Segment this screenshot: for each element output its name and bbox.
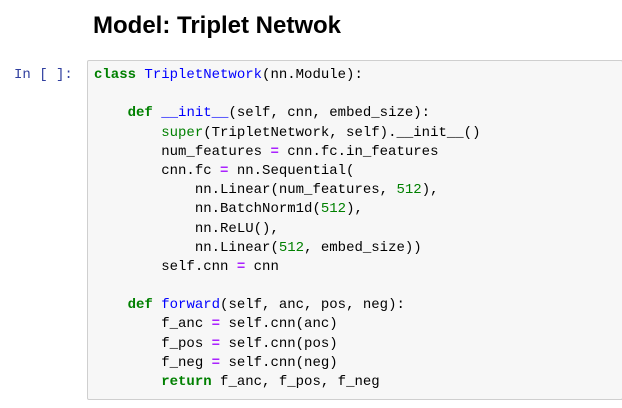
indent: [94, 144, 161, 160]
code-text: nn.BatchNorm1d(: [194, 201, 321, 218]
indent: [94, 297, 128, 313]
code-text: f_anc, f_pos, f_neg: [211, 374, 380, 390]
keyword: def: [127, 297, 153, 314]
code-text: self.cnn(anc): [220, 316, 338, 333]
code-text: f_neg: [161, 354, 212, 371]
function-name: forward: [161, 297, 221, 314]
code-text: f_pos: [161, 335, 212, 352]
code-text: num_features: [161, 143, 271, 160]
code-line: nn.Linear(num_features, 512),: [94, 181, 480, 200]
code-line: f_neg = self.cnn(neg): [94, 354, 480, 373]
code-text: self.cnn(pos): [220, 335, 338, 352]
operator: =: [211, 354, 221, 371]
code-text: self.cnn(neg): [220, 354, 338, 371]
number-literal: 512: [320, 201, 347, 218]
input-prompt: In [ ]:: [14, 67, 73, 83]
indent: [94, 105, 128, 121]
indent: [94, 163, 161, 179]
code-text: cnn.fc.in_features: [278, 143, 439, 160]
code-line: return f_anc, f_pos, f_neg: [94, 373, 480, 392]
number-literal: 512: [396, 182, 422, 199]
operator: =: [211, 335, 221, 352]
code-cell-input[interactable]: class TripletNetwork(nn.Module): def __i…: [87, 60, 622, 400]
code-text: cnn.fc: [161, 162, 221, 179]
code-text: f_anc: [161, 316, 212, 333]
code-line: nn.BatchNorm1d(512),: [94, 200, 480, 219]
operator: =: [220, 162, 229, 179]
indent: [94, 221, 195, 237]
code-text: nn.Sequential(: [228, 162, 355, 179]
code-line: def forward(self, anc, pos, neg):: [94, 296, 480, 315]
code-editor[interactable]: class TripletNetwork(nn.Module): def __i…: [94, 66, 480, 392]
markdown-heading: Model: Triplet Netwok: [93, 12, 342, 39]
indent: [94, 336, 161, 352]
code-line: super(TripletNetwork, self).__init__(): [94, 124, 480, 143]
code-line: f_pos = self.cnn(pos): [94, 335, 480, 354]
indent: [94, 259, 161, 275]
code-text: nn.Linear(num_features,: [194, 182, 397, 199]
code-line: nn.ReLU(),: [94, 220, 480, 239]
indent: [94, 125, 161, 141]
keyword: class: [94, 67, 137, 83]
operator: =: [211, 316, 221, 333]
code-line: def __init__(self, cnn, embed_size):: [94, 104, 480, 123]
indent: [94, 355, 161, 371]
indent: [94, 316, 161, 332]
code-line: num_features = cnn.fc.in_features: [94, 143, 480, 162]
code-text: nn.ReLU(),: [194, 220, 279, 237]
code-line: class TripletNetwork(nn.Module):: [94, 66, 480, 85]
code-text: ),: [421, 182, 439, 199]
builtin: super: [161, 124, 204, 141]
code-line: cnn.fc = nn.Sequential(: [94, 162, 480, 181]
code-text: , embed_size)): [304, 239, 422, 256]
code-text: (TripletNetwork, self).__init__(): [203, 124, 481, 141]
function-name: __init__: [161, 105, 229, 122]
indent: [94, 374, 161, 390]
operator: =: [270, 143, 279, 160]
keyword: def: [127, 105, 153, 122]
class-name: TripletNetwork: [144, 67, 263, 83]
indent: [94, 240, 195, 256]
code-text: self.cnn: [161, 258, 237, 275]
indent: [94, 201, 195, 217]
operator: =: [236, 258, 246, 275]
code-line-blank: [94, 85, 480, 104]
indent: [94, 182, 195, 198]
code-line: self.cnn = cnn: [94, 258, 480, 277]
code-line: f_anc = self.cnn(anc): [94, 315, 480, 334]
code-line: nn.Linear(512, embed_size)): [94, 239, 480, 258]
code-line-blank: [94, 277, 480, 296]
code-text: nn.Linear(: [194, 239, 279, 256]
code-text: cnn: [245, 258, 279, 275]
keyword: return: [161, 374, 212, 390]
number-literal: 512: [278, 239, 305, 256]
code-text: (self, anc, pos, neg):: [220, 297, 405, 314]
code-text: ),: [346, 201, 363, 218]
code-text: (nn.Module):: [262, 67, 363, 83]
code-text: (self, cnn, embed_size):: [228, 105, 431, 122]
